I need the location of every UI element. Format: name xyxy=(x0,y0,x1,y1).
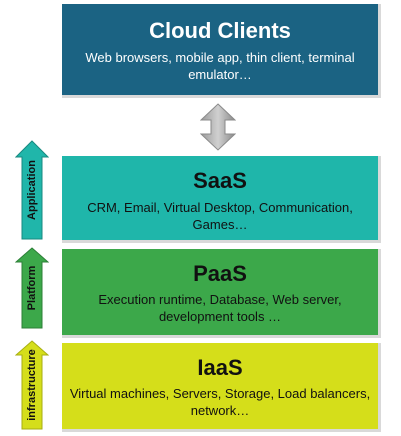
application-side-arrow: Application xyxy=(15,140,49,240)
up-arrow-icon xyxy=(15,340,49,430)
iaas-layer: IaaS Virtual machines, Servers, Storage,… xyxy=(62,343,381,432)
paas-title: PaaS xyxy=(193,261,247,286)
platform-label: Platform xyxy=(26,265,38,311)
cloud-clients-title: Cloud Clients xyxy=(149,18,291,43)
saas-title: SaaS xyxy=(193,168,247,193)
cloud-clients-layer: Cloud Clients Web browsers, mobile app, … xyxy=(62,4,381,98)
iaas-description: Virtual machines, Servers, Storage, Load… xyxy=(69,386,371,418)
iaas-title: IaaS xyxy=(197,355,243,380)
platform-side-arrow: Platform xyxy=(15,247,49,329)
paas-layer: PaaS Execution runtime, Database, Web se… xyxy=(62,249,381,338)
infrastructure-label: infrastructure xyxy=(26,349,38,421)
infrastructure-side-arrow: infrastructure xyxy=(15,340,49,430)
cloud-clients-description: Web browsers, mobile app, thin client, t… xyxy=(85,50,355,82)
double-vertical-arrow-icon xyxy=(199,103,237,156)
up-arrow-icon xyxy=(15,247,49,329)
saas-layer: SaaS CRM, Email, Virtual Desktop, Commun… xyxy=(62,156,381,243)
application-label: Application xyxy=(26,160,38,220)
up-arrow-icon xyxy=(15,140,49,240)
saas-description: CRM, Email, Virtual Desktop, Communicati… xyxy=(87,200,353,232)
paas-description: Execution runtime, Database, Web server,… xyxy=(98,292,342,324)
